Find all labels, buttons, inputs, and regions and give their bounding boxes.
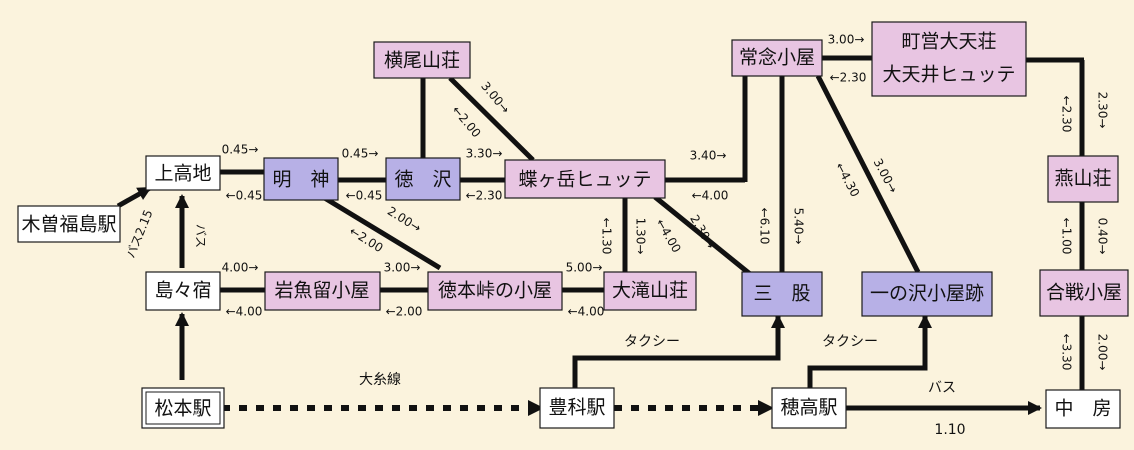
svg-text:大滝山荘: 大滝山荘 [612, 280, 688, 302]
svg-text:豊科駅: 豊科駅 [548, 397, 605, 419]
node-tokugo: 徳本峠の小屋 [427, 271, 563, 311]
svg-text:徳 沢: 徳 沢 [394, 169, 451, 191]
label-mata-jonen-out: 5.40→ [792, 208, 806, 245]
line-myojin-tokugo [316, 191, 442, 271]
node-iwauodome: 岩魚留小屋 [264, 271, 381, 311]
line-yokoo-chogatake [448, 76, 535, 162]
svg-text:常念小屋: 常念小屋 [739, 46, 815, 69]
label-kassen-nakabusa-out: 2.00→ [1096, 334, 1110, 371]
svg-text:徳本峠の小屋: 徳本峠の小屋 [438, 280, 552, 302]
node-otaki: 大滝山荘 [603, 271, 697, 311]
label-kassen-nakabusa-back: ←3.30 [1060, 334, 1074, 371]
label-tokugo-otaki-back: ←4.00 [568, 305, 605, 319]
label-daitenso-tsubakuro-out: 2.30→ [1096, 92, 1110, 129]
label-chogatake-mata-back: ←4.00 [653, 216, 684, 255]
node-mata: 三 股 [741, 271, 823, 317]
label-myojin-tokugo-out: 2.00→ [385, 204, 424, 235]
svg-text:島々宿: 島々宿 [154, 280, 211, 302]
svg-text:穂高駅: 穂高駅 [780, 397, 837, 419]
node-hotaka: 穂高駅 [771, 387, 847, 429]
svg-text:三 股: 三 股 [753, 283, 810, 305]
line-chogatake-mata [653, 195, 752, 276]
label-tsubakuro-kassen-out: 0.40→ [1096, 218, 1110, 255]
label-jonen-daitenso-out: 3.00→ [828, 33, 865, 47]
label-iwauodome-tokugo-back: ←2.00 [386, 305, 423, 319]
line-taxi-mata [572, 314, 785, 388]
node-chogatake: 蝶ヶ岳ヒュッテ [504, 159, 666, 199]
label-tokugo-otaki-out: 5.00→ [566, 261, 603, 275]
arrow-oito-1 [528, 400, 544, 416]
label-kamikochi-myojin-back: ←0.45 [226, 189, 263, 203]
route-lines [116, 55, 1085, 416]
label-mata-jonen-back: ←6.10 [758, 208, 772, 245]
label-shimashima-iwauodome-out: 4.00→ [222, 261, 259, 275]
label-chogatake-mata-out: 2.30→ [687, 212, 718, 251]
line-kiso-kamikochi [116, 185, 152, 209]
svg-text:町営大天荘: 町営大天荘 [901, 31, 996, 53]
svg-text:横尾山荘: 横尾山荘 [384, 50, 460, 72]
svg-text:明 神: 明 神 [272, 169, 329, 191]
label-tokusawa-chogatake-back: ←2.30 [466, 189, 503, 203]
svg-text:中 房: 中 房 [1054, 398, 1111, 420]
label-myojin-tokusawa-out: 0.45→ [342, 147, 379, 161]
node-nakabusa: 中 房 [1045, 389, 1121, 429]
node-tsubakuro: 燕山荘 [1047, 155, 1119, 203]
label-iwauodome-tokugo-out: 3.00→ [384, 261, 421, 275]
svg-text:合戦小屋: 合戦小屋 [1046, 282, 1122, 304]
node-kisofukushima: 木曽福島駅 [17, 205, 121, 243]
label-kamikochi-myojin-out: 0.45→ [222, 143, 259, 157]
svg-text:木曽福島駅: 木曽福島駅 [21, 214, 116, 236]
node-toyoshina: 豊科駅 [539, 387, 615, 429]
node-yokoo: 横尾山荘 [373, 41, 471, 79]
node-kamikochi: 上高地 [145, 155, 221, 191]
svg-text:岩魚留小屋: 岩魚留小屋 [274, 280, 369, 302]
label-myojin-tokusawa-back: ←0.45 [346, 189, 383, 203]
node-daitenso: 町営大天荘 大天井ヒュッテ [871, 21, 1027, 97]
label-jonen-daitenso-back: ←2.30 [830, 71, 867, 85]
label-otaki-chogatake-out: 1.30→ [634, 218, 648, 255]
svg-text:松本駅: 松本駅 [154, 398, 211, 420]
arrow-oito-2 [758, 400, 774, 416]
label-daitenso-tsubakuro-back: ←2.30 [1060, 96, 1074, 133]
node-shimashima: 島々宿 [145, 271, 221, 311]
node-kassen: 合戦小屋 [1039, 269, 1129, 317]
label-oito-line: 大糸線 [359, 372, 401, 388]
label-chogatake-jonen-back: ←4.00 [692, 189, 729, 203]
label-taxi-1: タクシー [624, 334, 680, 350]
node-myojin: 明 神 [263, 157, 339, 201]
line-jonen-ichinosawa [815, 74, 921, 274]
svg-text:大天井ヒュッテ: 大天井ヒュッテ [882, 64, 1015, 86]
label-kiso-bus: バス2.15 [124, 208, 156, 260]
node-jonen: 常念小屋 [731, 39, 823, 77]
label-bus-nakabusa-time: 1.10 [934, 422, 965, 438]
label-tokusawa-chogatake-out: 3.30→ [466, 147, 503, 161]
label-bus-nakabusa: バス [928, 380, 956, 396]
label-tsubakuro-kassen-back: ←1.00 [1060, 218, 1074, 255]
node-matsumoto: 松本駅 [141, 387, 225, 429]
label-jonen-ichinosawa-back: ←4.30 [833, 160, 863, 199]
label-otaki-chogatake-back: ←1.30 [600, 218, 614, 255]
label-shimashima-bus: バス [194, 224, 208, 248]
svg-text:上高地: 上高地 [154, 163, 211, 185]
line-taxi-ichinosawa [807, 314, 932, 388]
label-shimashima-iwauodome-back: ←4.00 [226, 305, 263, 319]
label-taxi-2: タクシー [822, 334, 878, 350]
svg-text:燕山荘: 燕山荘 [1054, 168, 1111, 190]
svg-text:蝶ヶ岳ヒュッテ: 蝶ヶ岳ヒュッテ [518, 169, 651, 191]
node-ichinosawa: 一の沢小屋跡 [861, 271, 993, 317]
label-chogatake-jonen-out: 3.40→ [690, 149, 727, 163]
svg-text:一の沢小屋跡: 一の沢小屋跡 [870, 283, 984, 305]
node-tokusawa: 徳 沢 [385, 157, 461, 201]
